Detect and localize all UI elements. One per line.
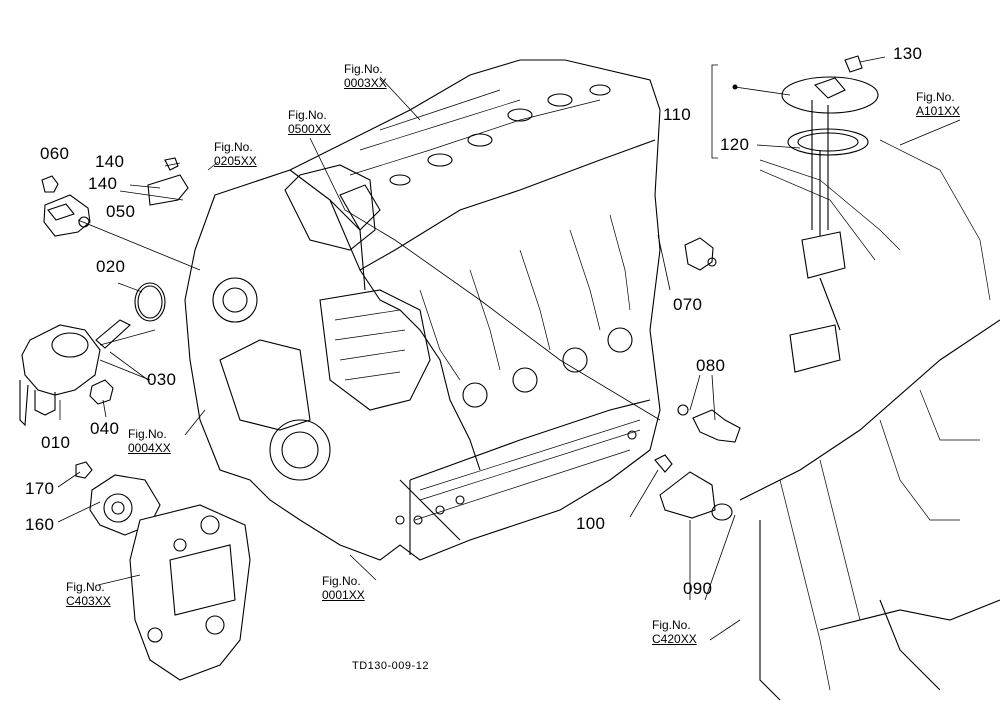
fig-ref-prefix: Fig.No. [128,427,167,441]
sensor-070-drawing [684,237,717,271]
part-label-050[interactable]: 050 [106,202,136,221]
part-label-060[interactable]: 060 [40,144,70,163]
fig-ref-0004[interactable]: Fig.No. 0004XX [128,427,171,455]
sensor-080-drawing [677,404,741,443]
fig-ref-prefix: Fig.No. [66,580,105,594]
fuel-sender-110-drawing [711,55,991,373]
part-label-080[interactable]: 080 [696,356,726,375]
part-label-070[interactable]: 070 [673,295,703,314]
fig-ref-number: 0001XX [322,588,365,602]
transmission-c420-drawing [739,319,1000,701]
part-label-160[interactable]: 160 [25,515,55,534]
part-label-140[interactable]: 140 [88,174,118,193]
bolt-040-drawing [89,379,114,405]
fig-ref-number: 0003XX [344,76,387,90]
fig-ref-0500[interactable]: Fig.No. 0500XX [288,108,331,136]
engine-block-drawing [184,59,661,561]
o-ring-020-drawing [134,282,166,322]
fig-ref-prefix: Fig.No. [214,140,253,154]
fig-ref-prefix: Fig.No. [322,574,361,588]
fig-ref-c403[interactable]: Fig.No. C403XX [66,580,111,608]
fig-ref-number: 0500XX [288,122,331,136]
fig-ref-number: A101XX [916,104,961,118]
sensor-140-150-drawing [147,157,189,206]
sensor-090-100-drawing [654,454,733,521]
fig-ref-0001[interactable]: Fig.No. 0001XX [322,574,365,602]
fig-ref-c420[interactable]: Fig.No. C420XX [652,618,697,646]
part-label-120[interactable]: 120 [720,135,750,154]
fig-ref-prefix: Fig.No. [344,62,383,76]
housing-c403-drawing [129,504,251,681]
fig-ref-number: 0004XX [128,441,171,455]
part-label-040[interactable]: 040 [90,419,120,438]
bolt-060-drawing [41,175,59,193]
part-label-110[interactable]: 110 [663,105,692,124]
part-label-170[interactable]: 170 [25,479,55,498]
fig-ref-prefix: Fig.No. [916,90,955,104]
part-label-030[interactable]: 030 [147,370,177,389]
part-label-090[interactable]: 090 [683,579,713,598]
fig-ref-number: C420XX [652,632,697,646]
part-label-130[interactable]: 130 [893,44,923,63]
sensor-010-drawing [19,319,156,427]
sensor-050-drawing [43,194,91,237]
fig-ref-number: C403XX [66,594,111,608]
leader-lines [57,56,961,641]
fig-ref-prefix: Fig.No. [288,108,327,122]
fig-ref-0205[interactable]: Fig.No. 0205XX [214,140,257,168]
part-label-100[interactable]: 100 [576,514,606,533]
drawing-code: TD130-009-12 [352,660,429,672]
fig-ref-prefix: Fig.No. [652,618,691,632]
fig-ref-number: 0205XX [214,154,257,168]
fig-ref-0003[interactable]: Fig.No. 0003XX [344,62,387,90]
part-label-010[interactable]: 010 [41,433,71,452]
fig-ref-a101[interactable]: Fig.No. A101XX [916,90,960,118]
part-label-150[interactable]: 140 [95,152,125,171]
part-label-020[interactable]: 020 [96,257,126,276]
